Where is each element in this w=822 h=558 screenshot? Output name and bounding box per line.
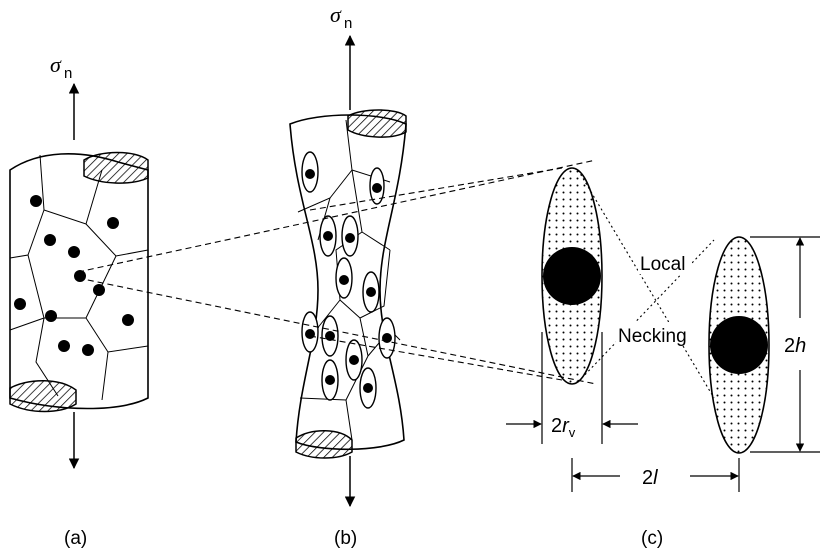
specimen-a: σ n — [9, 52, 149, 549]
sigma-subscript-b: n — [344, 15, 352, 32]
void-detail-c: Local Necking 2rv 2l 2h (c) — [506, 167, 820, 549]
grain-boundaries-a — [9, 154, 149, 401]
projection-lines — [77, 159, 597, 385]
inclusion-particles-a — [14, 195, 134, 356]
dim-2h — [750, 236, 820, 453]
sigma-subscript-a: n — [64, 65, 72, 82]
caption-c: (c) — [641, 528, 663, 549]
particle-grown — [710, 316, 768, 374]
particle-initial — [543, 247, 601, 305]
sigma-label-b: σ — [330, 2, 342, 27]
bottom-grip-a — [9, 380, 77, 413]
caption-a: (a) — [64, 528, 87, 549]
top-grip-b — [347, 109, 407, 138]
dim-2l-label: 2l — [642, 467, 658, 489]
caption-b: (b) — [334, 528, 357, 549]
necking-lines — [577, 169, 715, 399]
sigma-label-a: σ — [50, 52, 62, 77]
dim-2h-label: 2h — [784, 335, 806, 357]
local-label-bg — [638, 250, 692, 274]
bottom-grip-b — [295, 430, 353, 459]
dim-2rv — [506, 332, 638, 444]
top-grip-a — [83, 151, 149, 184]
specimen-body-b — [289, 114, 407, 451]
voids-b — [301, 151, 396, 409]
specimen-b: σ n — [289, 2, 407, 549]
necking-label-bg — [616, 322, 704, 346]
necking-label: Necking — [618, 326, 687, 347]
local-label: Local — [640, 254, 685, 275]
dim-2l — [571, 458, 740, 492]
dim-2rv-label: 2rv — [551, 415, 576, 440]
